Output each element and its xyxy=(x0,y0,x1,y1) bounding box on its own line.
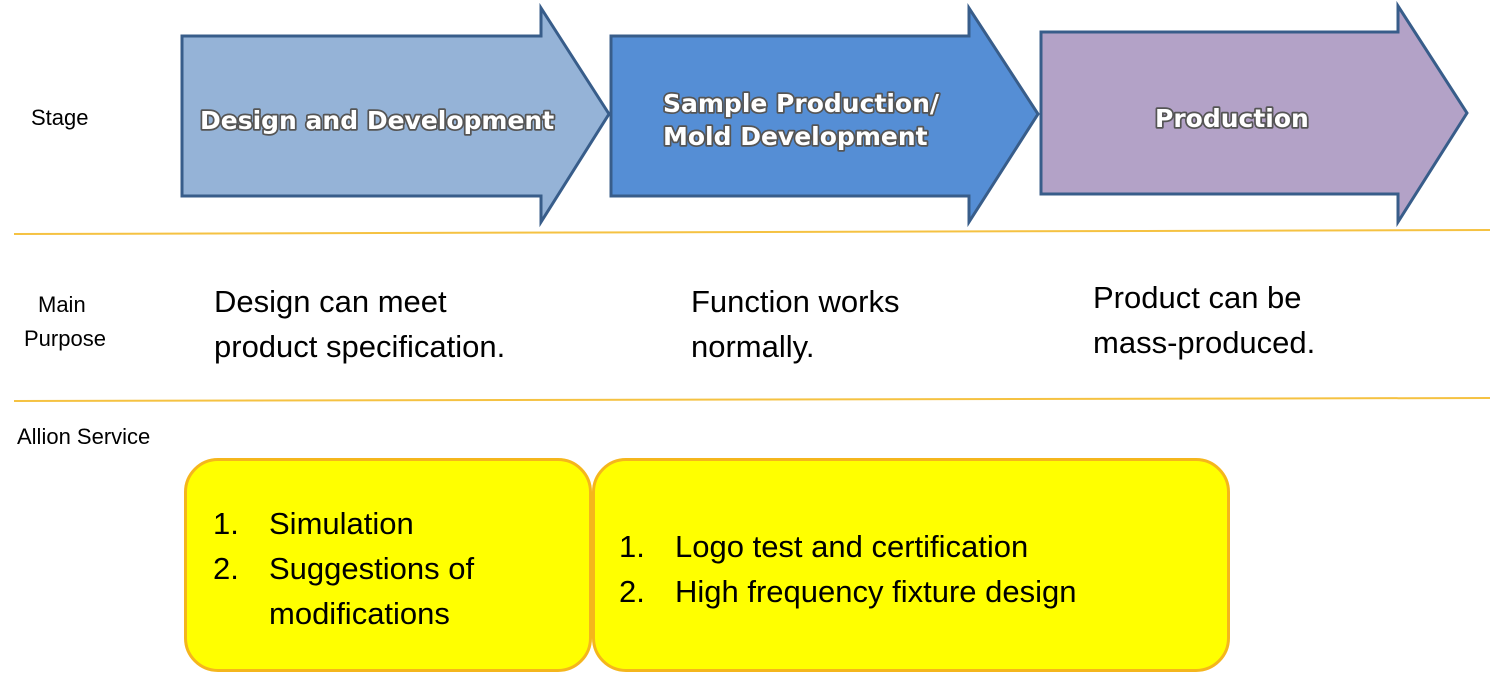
stage-row-label: Stage xyxy=(31,105,89,130)
service-item-text: Simulation xyxy=(269,506,414,541)
stage-arrow-sample-shape xyxy=(609,2,1040,228)
stage-arrow-production: Production xyxy=(1039,0,1469,228)
service-item-text: Logo test and certification xyxy=(675,529,1029,564)
stage-arrow-production-shape xyxy=(1039,0,1469,228)
service-list-sample: 1. Logo test and certification 2. High f… xyxy=(619,524,1077,614)
service-item-logo-test: 1. Logo test and certification xyxy=(619,524,1077,569)
divider-line-top xyxy=(13,229,1491,235)
purpose-sample: Function works normally. xyxy=(691,279,899,369)
stage-arrow-design-shape xyxy=(180,2,611,228)
service-item-number: 2. xyxy=(619,574,645,609)
service-list-design: 1. Simulation 2. Suggestions of modifica… xyxy=(213,501,474,636)
purpose-design: Design can meet product specification. xyxy=(214,279,505,369)
service-item-simulation: 1. Simulation xyxy=(213,501,474,546)
purpose-design-line2: product specification. xyxy=(214,329,506,364)
purpose-production: Product can be mass-produced. xyxy=(1093,275,1315,365)
purpose-sample-line1: Function works xyxy=(691,284,900,319)
purpose-sample-line2: normally. xyxy=(691,329,815,364)
service-box-sample: 1. Logo test and certification 2. High f… xyxy=(592,458,1230,672)
service-item-number: 1. xyxy=(213,506,239,541)
stage-arrow-design-label: Design and Development xyxy=(200,106,554,135)
purpose-design-line1: Design can meet xyxy=(214,284,447,319)
divider-line-bottom xyxy=(13,397,1491,402)
service-box-design: 1. Simulation 2. Suggestions of modifica… xyxy=(184,458,592,672)
stage-arrow-production-label: Production xyxy=(1155,104,1309,133)
service-item-text: High frequency fixture design xyxy=(675,574,1077,609)
purpose-production-line1: Product can be xyxy=(1093,280,1302,315)
service-row-label: Allion Service xyxy=(17,424,151,449)
stage-arrow-sample: Sample Production/ Mold Development xyxy=(609,2,1040,228)
stage-arrow-sample-label-line1: Sample Production/ xyxy=(663,89,940,118)
stage-arrow-sample-label-line2: Mold Development xyxy=(663,122,928,151)
service-item-suggestions: 2. Suggestions of modifications xyxy=(213,546,474,636)
purpose-row-label-line1: Main xyxy=(38,292,86,317)
purpose-production-line2: mass-produced. xyxy=(1093,325,1316,360)
service-item-number: 1. xyxy=(619,529,645,564)
service-item-number: 2. xyxy=(213,551,239,586)
service-item-text-line1: Suggestions of xyxy=(269,551,475,586)
service-item-fixture-design: 2. High frequency fixture design xyxy=(619,569,1077,614)
stage-arrow-design: Design and Development xyxy=(180,2,611,228)
service-item-text-line2: modifications xyxy=(269,596,450,631)
purpose-row-label-line2: Purpose xyxy=(24,326,106,351)
